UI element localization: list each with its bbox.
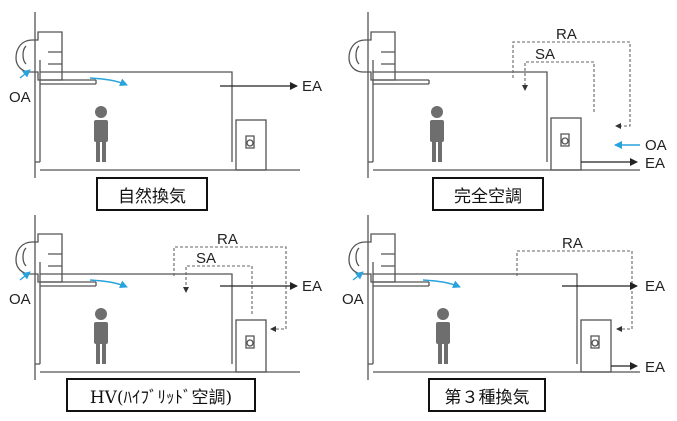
window-unit [15,233,63,283]
ceiling-line [373,273,578,364]
oa-inflow-arrow [352,271,364,281]
building-wall [367,12,374,178]
hvac-unit [235,119,267,171]
ea-label: EA [645,155,665,172]
ra-label: RA [217,231,238,248]
person-icon [436,308,450,364]
window-unit [348,31,396,81]
ea-label: EA [302,278,322,295]
ra-label: RA [562,235,583,252]
building-wall [34,12,41,178]
airflow-arrow [422,279,461,289]
hvac-unit [550,117,582,171]
hvac-unit [580,319,612,373]
ra-duct [173,246,287,332]
caption-natural: 自然換気 [96,177,208,211]
caption-type3: 第３種換気 [428,378,546,412]
person-icon [94,106,108,162]
ceiling-line [40,273,233,364]
person-icon [94,308,108,364]
window-unit [15,31,63,81]
panel-type3 [348,215,640,380]
hvac-unit [235,319,267,373]
sa-label: SA [535,46,555,63]
window-unit [348,233,396,283]
ra-duct [512,41,631,129]
ra-duct [516,250,633,332]
airflow-arrow [89,279,128,289]
oa-label: OA [9,89,31,106]
oa-label: OA [645,137,667,154]
airflow-arrow [89,77,128,87]
caption-full-ac: 完全空調 [432,177,544,211]
sa-duct [522,61,595,112]
ra-label: RA [556,26,577,43]
building-wall [34,215,41,380]
oa-label: OA [9,291,31,308]
ea-label: EA [302,78,322,95]
oa-inflow-arrow [19,271,31,281]
sa-label: SA [196,250,216,267]
ea-label: EA [645,359,665,376]
oa-label: OA [342,291,364,308]
ceiling-line [40,71,233,162]
sa-duct [183,265,253,314]
oa-inflow-arrow [19,69,31,79]
panel-hybrid [15,215,300,380]
panel-natural [15,12,300,178]
panel-full-ac [348,12,640,178]
person-icon [430,106,444,162]
building-wall [367,215,374,380]
caption-hybrid: HV(ﾊｲﾌﾞﾘｯﾄﾞ空調) [66,378,256,412]
ea-label: EA [645,278,665,295]
ceiling-line [373,71,548,162]
